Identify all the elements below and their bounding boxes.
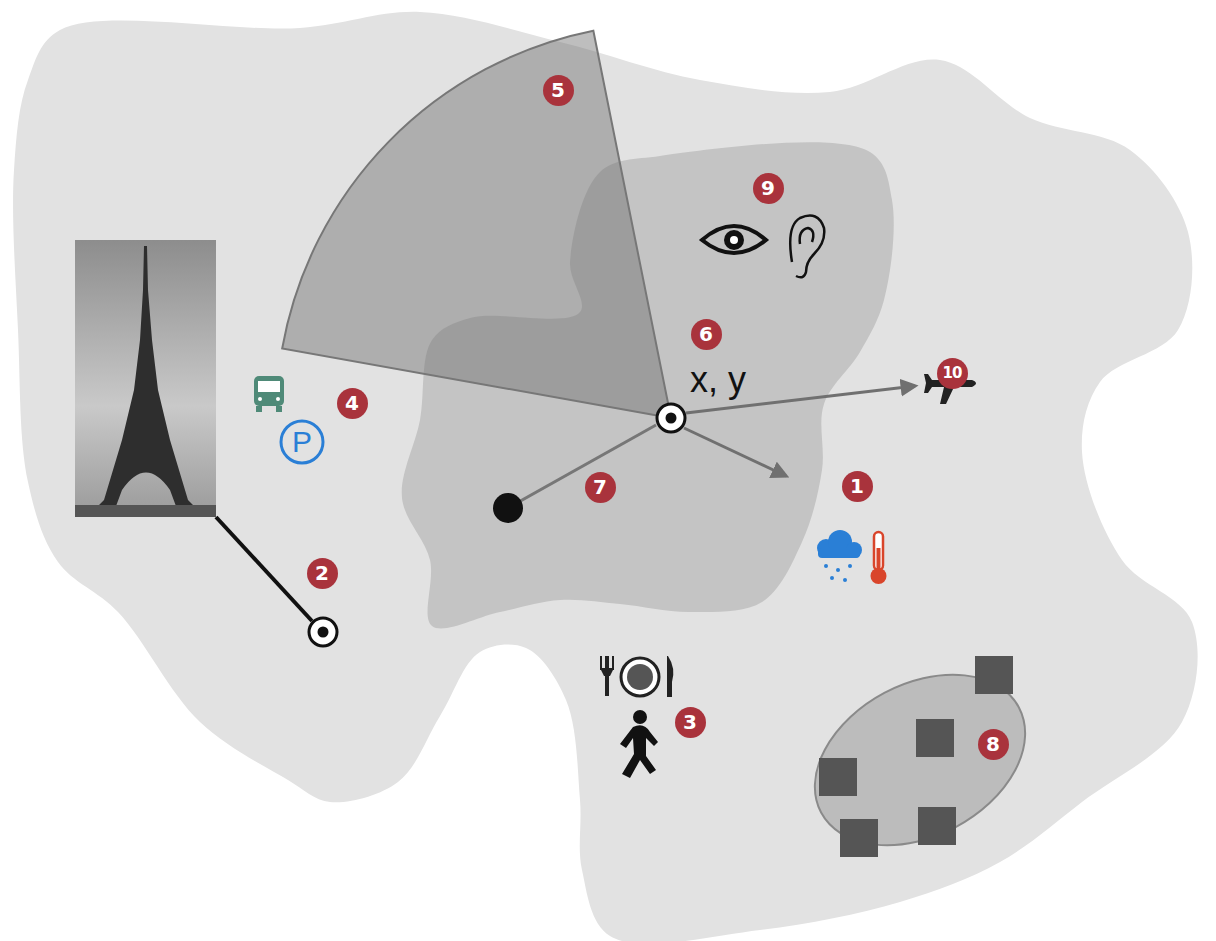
rain-icon	[817, 530, 862, 582]
restaurant-icon	[600, 656, 673, 697]
target-point	[309, 618, 337, 646]
parking-circle	[281, 421, 323, 463]
callout-number: 7	[585, 472, 616, 503]
runner-icon	[620, 710, 658, 778]
building-cluster	[785, 640, 1054, 879]
thermometer-icon	[871, 532, 887, 584]
eye-icon	[702, 226, 766, 253]
callout-number: 1	[842, 471, 873, 502]
callout-number: 5	[543, 75, 574, 106]
origin-dot	[493, 493, 523, 523]
target-point	[657, 404, 685, 432]
ear-icon	[790, 216, 824, 278]
callout-number: 2	[307, 558, 338, 589]
callout-number: 6	[691, 319, 722, 350]
bus-icon	[254, 376, 284, 412]
direction-lines	[508, 386, 915, 508]
parking-letter: P	[292, 425, 312, 459]
eiffel-photo	[75, 240, 216, 517]
callout-number: 3	[675, 707, 706, 738]
callout-number: 9	[753, 173, 784, 204]
leader-line	[216, 517, 312, 621]
view-sector	[282, 31, 671, 418]
callout-number: 10	[937, 358, 968, 389]
coordinate-label: x, y	[690, 360, 746, 400]
callout-number: 8	[978, 729, 1009, 760]
map-region	[13, 12, 1198, 941]
callout-number: 4	[337, 388, 368, 419]
